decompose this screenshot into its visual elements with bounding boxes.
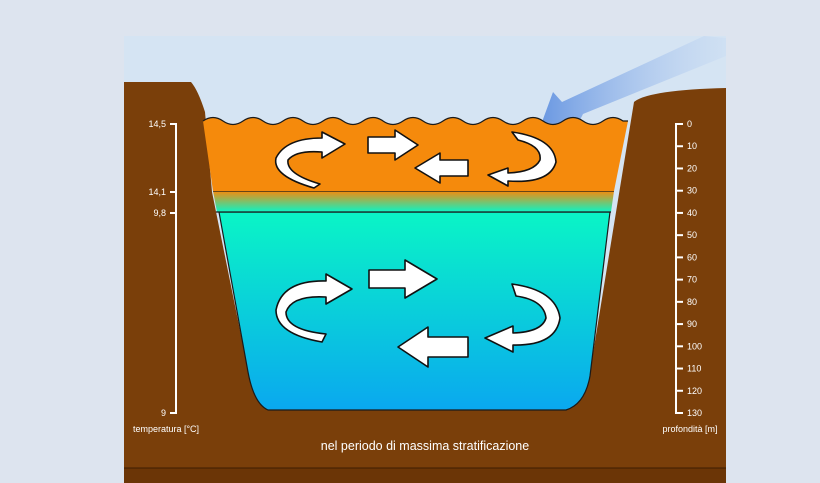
water-surface-wave <box>202 116 628 126</box>
hypolimnion-curl-left-icon <box>275 273 353 343</box>
depth-tick-label: 130 <box>687 408 702 418</box>
epilimnion-layer <box>203 117 628 191</box>
depth-axis-label: profondità [m] <box>662 424 717 434</box>
temperature-tick-label: 14,5 <box>148 119 166 129</box>
epilimnion-curl-right-icon <box>487 131 557 187</box>
depth-tick-label: 80 <box>687 297 697 307</box>
depth-tick-label: 20 <box>687 163 697 173</box>
temperature-tick-label: 9 <box>161 408 166 418</box>
temperature-tick-label: 9,8 <box>153 208 166 218</box>
soil-bottom-band <box>124 468 726 483</box>
depth-tick-label: 110 <box>687 364 701 374</box>
hypolimnion-arrow-left-icon <box>397 326 469 368</box>
depth-tick-label: 90 <box>687 319 697 329</box>
depth-tick-label: 50 <box>687 230 697 240</box>
epilimnion-arrow-left-icon <box>414 152 469 184</box>
temperature-tick-label: 14,1 <box>148 187 166 197</box>
thermocline-layer <box>213 191 614 212</box>
sun-ray-icon <box>542 36 726 128</box>
depth-tick-label: 10 <box>687 141 697 151</box>
depth-ticks: 0 10 20 30 40 50 60 70 80 90 100 110 120 130 <box>675 119 702 418</box>
hypolimnion-arrow-right-icon <box>368 259 438 299</box>
diagram-caption: nel periodo di massima stratificazione <box>321 439 529 453</box>
lake-basin-soil <box>124 82 726 483</box>
hypolimnion-layer <box>218 211 611 411</box>
epilimnion-arrow-right-icon <box>367 129 419 161</box>
depth-tick-label: 60 <box>687 252 697 262</box>
depth-tick-label: 120 <box>687 386 702 396</box>
depth-tick-label: 0 <box>687 119 692 129</box>
hypolimnion-curl-right-icon <box>484 283 561 353</box>
temperature-axis-label: temperatura [°C] <box>133 424 199 434</box>
depth-tick-label: 30 <box>687 186 697 196</box>
temperature-scale <box>170 123 177 414</box>
depth-tick-label: 40 <box>687 208 697 218</box>
epilimnion-curl-left-icon <box>274 131 346 189</box>
depth-tick-label: 100 <box>687 341 702 351</box>
depth-tick-label: 70 <box>687 275 697 285</box>
